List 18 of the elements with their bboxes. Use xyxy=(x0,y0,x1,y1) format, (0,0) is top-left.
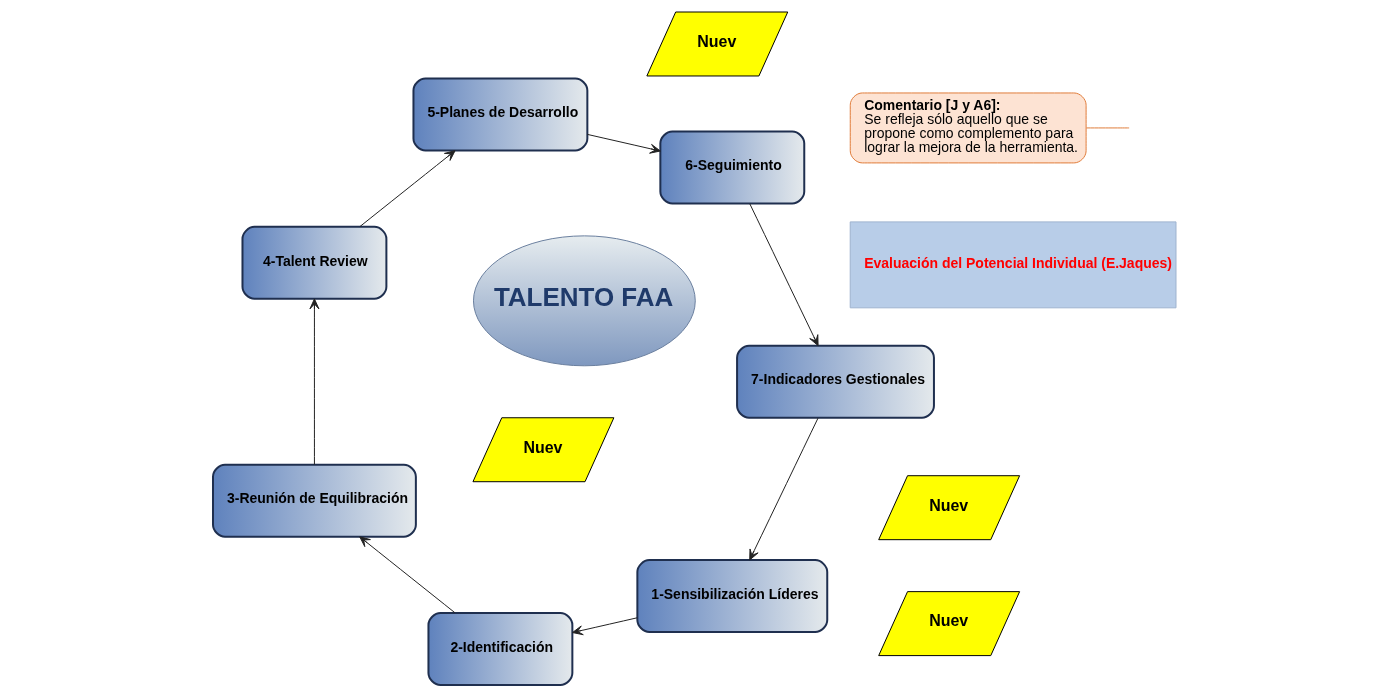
arrow xyxy=(309,298,320,466)
connector xyxy=(1085,127,1130,129)
node-box: Evaluación del Potencial Individual (E.Jaques) xyxy=(849,221,1177,309)
arrow xyxy=(586,133,661,154)
node-box: 2-Identificación xyxy=(427,612,574,686)
node-box: 1-Sensibilización Líderes xyxy=(636,559,829,634)
arrow xyxy=(572,617,638,636)
node-box: 6-Seguimiento xyxy=(659,130,806,205)
arrow xyxy=(749,203,819,347)
node-box: 4-Talent Review xyxy=(241,225,388,300)
node-box: 7-Indicadores Gestionales xyxy=(736,344,935,419)
node-box: 5-Planes de Desarrollo xyxy=(412,77,589,152)
node-box: Comentario [J y A6]: Se refleja sólo aquello que se propone como complemento para lograr la mejora de la herramienta. xyxy=(849,92,1087,164)
arrow xyxy=(749,417,819,561)
node-ellipse: TALENTO FAA xyxy=(473,235,696,367)
arrow xyxy=(359,150,456,228)
node-box: 3-Reunión de Equilibración xyxy=(212,463,417,538)
arrow xyxy=(359,536,456,614)
